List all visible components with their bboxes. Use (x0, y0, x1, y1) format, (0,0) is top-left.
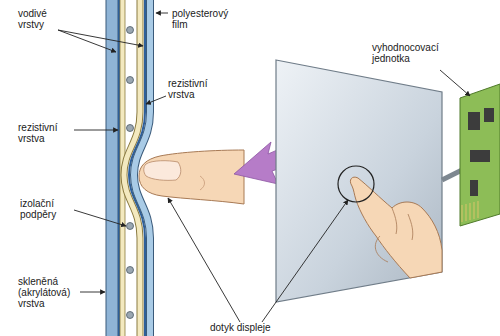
part-label: izolační podpěry (20, 198, 76, 220)
part-label: vyhodnocovací jednotka (372, 42, 454, 64)
touch-screen (276, 60, 442, 302)
hand (350, 177, 442, 278)
part-label: dotyk displeje (210, 322, 300, 333)
part-label: rezistivní vrstva (168, 78, 226, 100)
part-label: polyesterový film (172, 8, 242, 30)
chips (468, 108, 494, 196)
cable (442, 170, 462, 180)
part-label: rezistivní vrstva (18, 122, 76, 144)
part-label: skleněná (akrylátová) vrstva (18, 276, 82, 309)
part-label: vodivé vrstvy (18, 8, 64, 30)
pcb-pins (462, 201, 478, 222)
finger (139, 150, 244, 204)
touch-circle (338, 166, 374, 202)
evaluation-unit (460, 84, 500, 226)
leader-lines (58, 13, 470, 322)
